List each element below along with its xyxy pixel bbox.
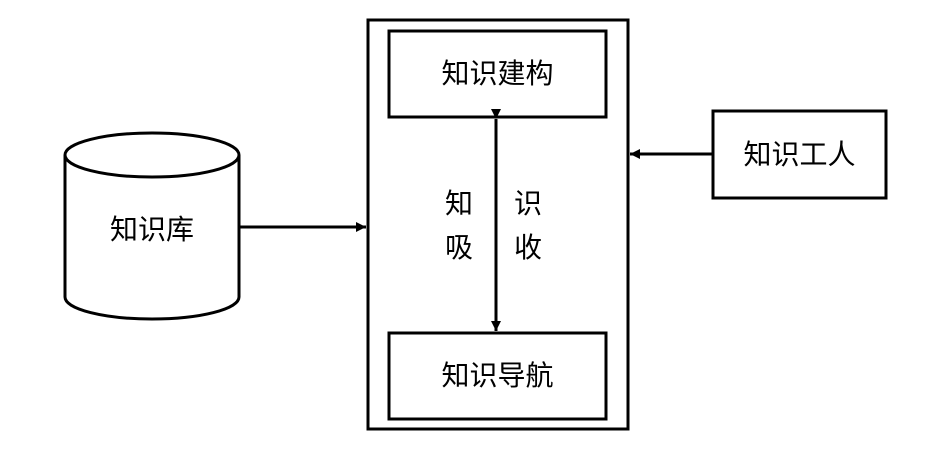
absorb-char-4: 收: [513, 231, 542, 264]
absorb-char-1: 知: [444, 187, 473, 220]
cylinder-top: [63, 131, 241, 179]
worker-box: [711, 109, 888, 200]
navigation-box: [387, 331, 608, 421]
knowledge-base-cylinder: [63, 131, 241, 321]
navigation-label: 知识导航: [441, 359, 554, 392]
system-frame: [366, 18, 630, 431]
cylinder-body: [63, 155, 241, 321]
construction-label: 知识建构: [441, 57, 554, 90]
knowledge-base-label: 知识库: [109, 213, 194, 246]
absorb-char-3: 识: [513, 187, 542, 220]
absorb-char-2: 吸: [444, 231, 473, 264]
worker-label: 知识工人: [743, 137, 856, 171]
